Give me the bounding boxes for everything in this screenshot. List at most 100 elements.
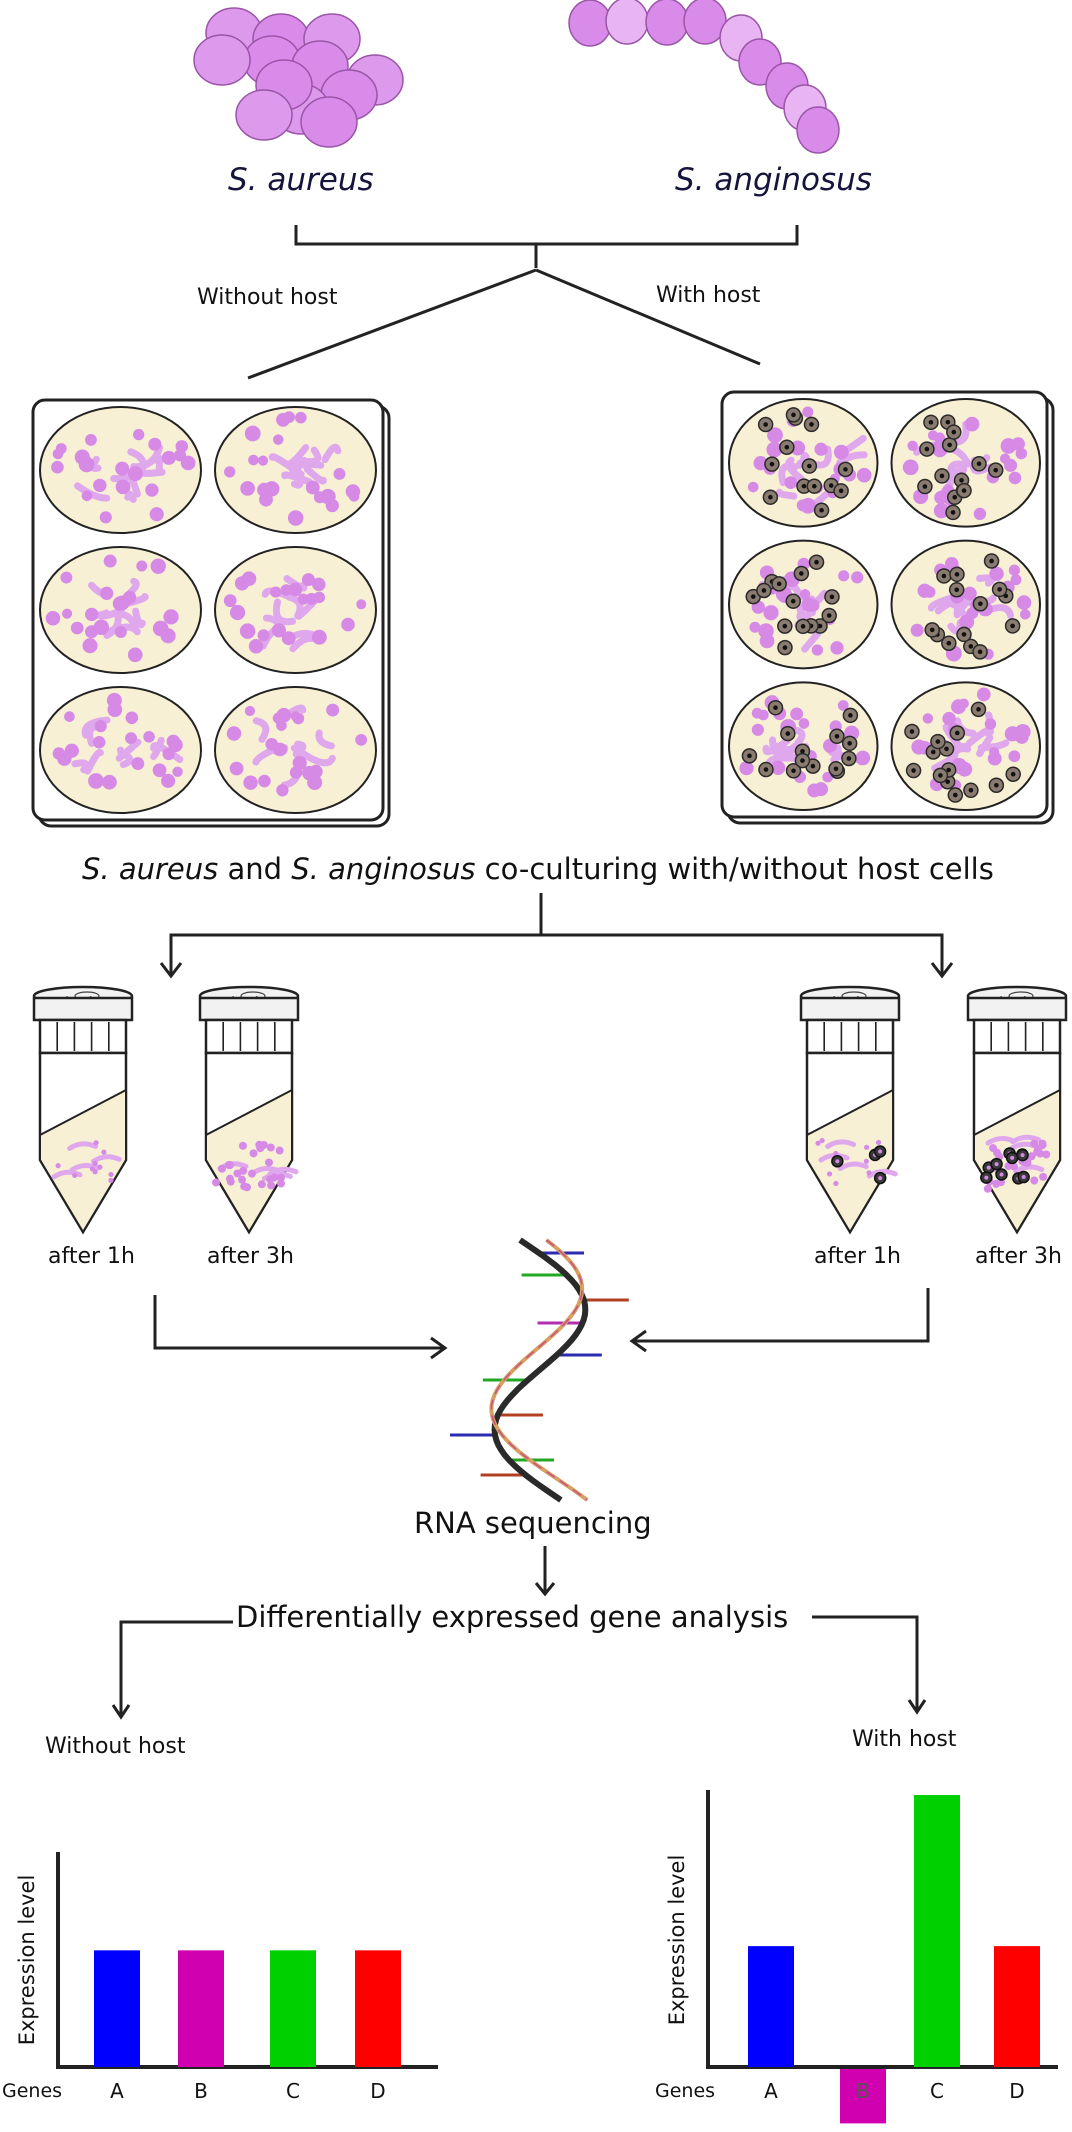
bacterial-cell bbox=[798, 718, 810, 729]
plate-well bbox=[214, 546, 377, 674]
tube-liquid bbox=[39, 1088, 127, 1234]
bacterial-chain bbox=[775, 488, 798, 500]
chain-coccus-cell bbox=[645, 0, 689, 46]
bacterial-cell bbox=[1000, 438, 1017, 454]
bar-a bbox=[748, 1946, 794, 2067]
bacterial-cell bbox=[149, 507, 164, 522]
bacterial-chain bbox=[67, 1141, 99, 1151]
bacterial-chain bbox=[132, 607, 146, 629]
bacterial-chain bbox=[261, 1171, 293, 1181]
bacterial-cell bbox=[57, 751, 72, 766]
bacterial-cell bbox=[89, 1166, 96, 1172]
bacterial-cell bbox=[833, 444, 849, 460]
plate-well bbox=[39, 686, 202, 814]
bacterial-chain bbox=[124, 490, 137, 503]
bacterial-cell bbox=[320, 488, 336, 505]
bacterial-cell bbox=[838, 570, 850, 582]
bacterial-cell bbox=[60, 571, 73, 584]
bacterial-chain bbox=[150, 742, 184, 764]
bacterial-cell bbox=[934, 490, 948, 505]
bacterial-cell bbox=[131, 757, 145, 771]
bacterial-cell bbox=[93, 478, 107, 493]
bacterial-cell bbox=[356, 599, 367, 610]
bacterial-cell bbox=[763, 605, 779, 621]
bacterial-cell bbox=[766, 441, 783, 458]
bacterial-cell bbox=[114, 625, 127, 639]
bacterial-cell bbox=[976, 687, 991, 702]
bacterial-cell bbox=[257, 1180, 266, 1189]
bacterial-cell bbox=[248, 638, 264, 654]
bacterial-cell bbox=[933, 503, 950, 519]
bacterial-cell bbox=[1004, 726, 1021, 742]
bacterial-cell bbox=[108, 1171, 114, 1178]
bacterial-cell bbox=[1027, 1152, 1036, 1161]
bacterial-cell bbox=[802, 406, 814, 418]
bacterial-cell bbox=[88, 773, 104, 789]
bacterial-cell bbox=[258, 774, 271, 788]
bacterial-cell bbox=[989, 1144, 998, 1153]
caption-organism-1: S. aureus bbox=[82, 852, 219, 886]
bacterial-chain bbox=[74, 482, 111, 502]
tick-label-a: A bbox=[764, 2079, 778, 2103]
bacterial-cell bbox=[92, 735, 106, 749]
bacterial-cell bbox=[93, 1140, 99, 1146]
bacterial-cell bbox=[70, 621, 84, 635]
bar-d bbox=[994, 1946, 1040, 2067]
bacterial-cell bbox=[102, 774, 117, 790]
bacterial-cell bbox=[833, 1180, 839, 1187]
tube-label-without-1h: after 1h bbox=[48, 1244, 135, 1269]
bacterial-chain bbox=[284, 444, 310, 469]
bacterial-cell bbox=[759, 633, 775, 649]
bacterial-cell bbox=[305, 480, 320, 495]
bacterial-cell bbox=[312, 577, 326, 592]
bacterial-cell bbox=[333, 467, 346, 480]
bacterial-cell bbox=[814, 782, 828, 797]
culture-plate-without-host bbox=[31, 398, 391, 828]
bacterial-cell bbox=[62, 608, 73, 619]
tube-with-host-1h bbox=[799, 985, 901, 1235]
bacterial-cell bbox=[276, 784, 289, 797]
tick-label-b: B bbox=[856, 2079, 870, 2103]
bacterial-cell bbox=[92, 1160, 98, 1166]
bacterial-cell bbox=[811, 644, 824, 656]
bacterial-cell bbox=[108, 1177, 114, 1183]
bar-b bbox=[178, 1950, 224, 2067]
plate-well bbox=[728, 398, 879, 528]
coccus-cell bbox=[300, 96, 358, 148]
plate-well bbox=[214, 406, 377, 534]
bacterial-cell bbox=[1008, 471, 1022, 485]
bacterial-chain bbox=[818, 1152, 850, 1163]
dna-strand bbox=[491, 1237, 589, 1503]
bacterial-cell bbox=[101, 1149, 107, 1155]
bacterial-chain bbox=[303, 446, 322, 466]
bacterial-cell bbox=[225, 1174, 234, 1183]
bacterial-cell bbox=[345, 484, 361, 499]
bacterial-cell bbox=[302, 765, 317, 781]
bacterial-cell bbox=[257, 629, 270, 642]
bacterial-cell bbox=[1039, 1172, 1048, 1181]
bacterial-chain bbox=[84, 748, 104, 775]
gene-analysis-label: Differentially expressed gene analysis bbox=[236, 1600, 789, 1634]
bacterial-cell bbox=[266, 1175, 275, 1184]
bacterial-cell bbox=[276, 720, 287, 731]
bacterial-cell bbox=[341, 617, 355, 632]
caption-rest: co-culturing with/without host cells bbox=[475, 852, 994, 886]
bacterial-cell bbox=[127, 466, 143, 482]
bacterial-cell bbox=[922, 713, 934, 724]
bacterial-cell bbox=[770, 760, 786, 775]
bacterial-chain bbox=[103, 615, 122, 639]
bacterial-cell bbox=[288, 582, 303, 597]
bacterial-cell bbox=[863, 1158, 869, 1164]
bacterial-cell bbox=[265, 737, 279, 751]
bacterial-cell bbox=[962, 586, 977, 601]
bacterial-cell bbox=[85, 625, 99, 639]
tick-label-a: A bbox=[110, 2079, 124, 2103]
bacterial-cell bbox=[277, 1173, 286, 1182]
bar-c bbox=[914, 1795, 960, 2067]
bacterial-cell bbox=[984, 718, 997, 730]
s-aureus-label: S. aureus bbox=[228, 162, 374, 198]
tube-label-without-3h: after 3h bbox=[207, 1244, 294, 1269]
tube-without-host-3h bbox=[198, 985, 300, 1235]
bacterial-cell bbox=[751, 723, 764, 736]
